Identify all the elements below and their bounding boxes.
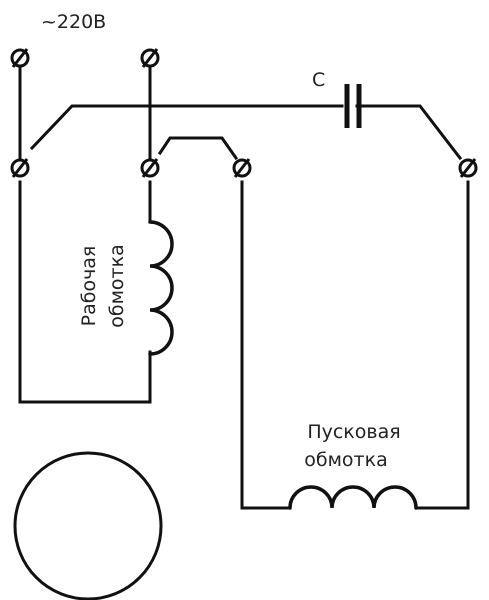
starting-winding-coil [288,485,418,510]
working-winding-coil [148,220,174,356]
terminal-supply-1 [10,48,30,68]
wire-starting-right [416,180,470,510]
wire-capacitor-right [355,104,463,161]
terminal-4 [458,158,478,178]
supply-label: ~220В [41,11,106,33]
terminal-1 [10,158,30,178]
working-winding-label-line1: Рабочая [78,246,100,327]
wires [18,56,470,510]
capacitor [344,84,362,128]
wire-starting-left [240,180,292,510]
terminal-2 [140,158,160,178]
wire-working-return [18,180,152,404]
wire-top-bus [29,104,344,151]
starting-winding-label-line2: обмотка [304,449,388,471]
terminal-supply-2 [140,48,160,68]
capacitor-label: C [312,69,325,91]
terminal-3 [232,158,252,178]
wire-bridge [157,136,239,161]
rotor-circle [13,451,163,600]
starting-winding-label-line1: Пусковая [307,421,400,443]
working-winding-label-line2: обмотка [106,244,128,328]
